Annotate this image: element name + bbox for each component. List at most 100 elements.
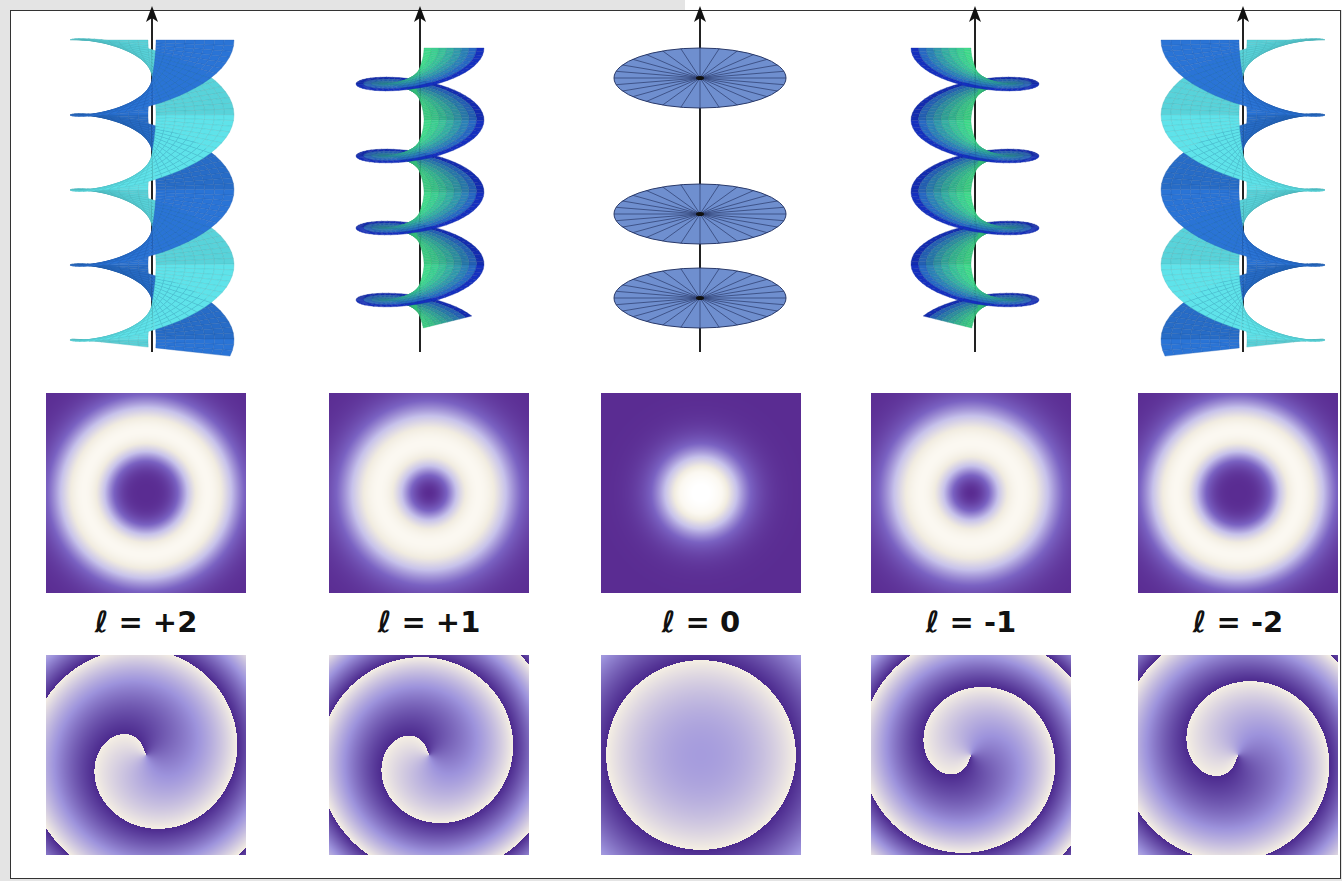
wavefront-patch — [202, 175, 213, 181]
wavefront-patch — [202, 249, 213, 255]
wavefront-patch — [109, 115, 119, 116]
wavefront-patch — [184, 106, 194, 111]
wavefront-patch — [99, 40, 109, 41]
wavefront-patch — [213, 253, 224, 259]
wavefront-patch — [224, 189, 234, 195]
wavefront-patch — [156, 43, 166, 47]
wavefront-patch — [138, 115, 148, 118]
wavefront-patch — [138, 40, 148, 43]
wavefront-patch — [175, 182, 185, 186]
wavefront-patch — [185, 185, 195, 189]
wavefront-patch — [166, 261, 176, 265]
wavefront-patch — [224, 109, 234, 115]
wavefront-patch — [214, 264, 224, 269]
wavefront-patch — [166, 186, 176, 190]
wavefront-patch — [156, 342, 166, 346]
wavefront-patch — [129, 190, 139, 192]
wavefront-patch — [166, 336, 176, 340]
wavefront-patch — [185, 260, 195, 264]
wavefront-patch — [195, 40, 205, 45]
wavefront-patch — [138, 342, 148, 345]
wavefront-patch — [214, 40, 224, 45]
wavefront-patch — [166, 40, 176, 44]
wavefront-patch — [203, 179, 214, 185]
wavefront-patch — [224, 184, 234, 190]
wavefront-patch — [224, 333, 234, 339]
wavefront-patch — [175, 190, 185, 194]
wavefront-patch — [156, 265, 166, 268]
wavefront-patch — [129, 265, 139, 267]
wavefront-patch — [205, 190, 215, 195]
wavefront-patch — [194, 330, 205, 335]
wavefront-patch — [109, 265, 119, 266]
wavefront-patch — [166, 190, 176, 194]
wavefront-patch — [214, 190, 224, 195]
wavefront-patch — [185, 264, 195, 268]
wavefront-patch — [129, 40, 139, 42]
wavefront-patch — [119, 190, 129, 192]
wavefront-patch — [175, 115, 185, 119]
wavefront-patch — [174, 346, 184, 351]
phase-profile — [46, 655, 246, 855]
wavefront-patch — [109, 190, 119, 191]
wavefront-patch — [224, 40, 234, 46]
wavefront-patch — [203, 329, 214, 334]
wavefront-patch — [156, 115, 166, 118]
wavefront-patch — [214, 259, 224, 265]
wavefront-patch — [166, 339, 176, 343]
wavefront-patch — [156, 190, 166, 193]
wavefront-patch — [195, 185, 205, 190]
wavefront-patch — [214, 339, 224, 345]
wavefront-patch — [222, 327, 233, 333]
wavefront-patch — [195, 115, 205, 120]
wavefront-patch — [195, 190, 205, 195]
wavefront-patch — [214, 334, 224, 340]
wavefront-patch — [175, 264, 185, 268]
wavefront-patch — [166, 265, 176, 269]
wavefront-patch — [184, 181, 194, 186]
wavefront-patch — [175, 331, 185, 335]
wavefront-patch — [222, 178, 233, 184]
wavefront-patch — [156, 118, 166, 122]
wavefront-patch — [175, 257, 185, 261]
wavefront-patch — [138, 340, 148, 343]
wavefront-patch — [129, 340, 139, 342]
wavefront-patch — [204, 259, 214, 264]
wavefront-patch — [185, 115, 195, 119]
wavefront-patch — [222, 103, 233, 109]
wavefront-patch — [185, 111, 195, 115]
wavefront-patch — [185, 339, 195, 343]
wavefront-patch — [224, 264, 234, 270]
wavefront-patch — [165, 108, 175, 112]
wavefront-patch — [175, 107, 185, 111]
wavefront-patch — [213, 104, 224, 110]
wavefront-patch — [184, 347, 195, 352]
wavefront-patch — [166, 115, 176, 119]
wavefront-patch — [156, 339, 166, 342]
wavefront-patch — [175, 186, 185, 190]
wavefront-patch — [204, 269, 215, 274]
wavefront-patch — [175, 111, 185, 115]
wavefront-patch — [203, 254, 214, 259]
wavefront-patch — [119, 40, 129, 42]
wavefront-patch — [222, 253, 233, 259]
wavefront-patch — [175, 261, 185, 265]
wavefront-patch — [224, 115, 234, 121]
wavefront-patch — [204, 344, 215, 349]
wavefront-patch — [195, 264, 205, 269]
wavefront-patch — [193, 348, 204, 353]
wavefront-patch — [214, 115, 224, 121]
wavefront-patch — [205, 115, 215, 120]
wavefront-patch — [194, 344, 204, 349]
wavefront-patch — [223, 344, 234, 350]
wavefront-patch — [194, 255, 205, 260]
wavefront-patch — [223, 270, 234, 276]
wavefront-patch — [204, 120, 215, 125]
wavefront-patch — [184, 256, 194, 261]
wavefront-patch — [221, 350, 233, 356]
wavefront-patch — [156, 193, 166, 197]
wavefront-patch — [195, 334, 205, 339]
wavefront-patch — [195, 110, 205, 115]
wavefront-patch — [213, 344, 224, 350]
